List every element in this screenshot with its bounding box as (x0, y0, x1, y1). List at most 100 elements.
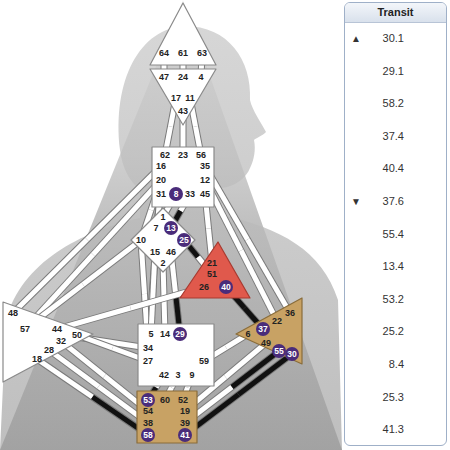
gate-number: 4 (198, 72, 203, 82)
gate-number: 42 (159, 370, 169, 380)
gate-number: 8 (169, 187, 183, 201)
gate-number: 14 (160, 329, 170, 339)
transit-value: 13.4 (383, 260, 404, 273)
gate-number: 44 (52, 324, 62, 334)
ajna-center: 47 24 4 17 11 43 (150, 69, 216, 125)
gate-number: 27 (143, 356, 153, 366)
channel-stroke (49, 350, 148, 423)
gate-number: 3 (175, 370, 180, 380)
center-shape (236, 298, 302, 364)
channel-line (185, 351, 279, 423)
gate-number: 62 (160, 150, 170, 160)
gate-number: 56 (196, 150, 206, 160)
gate-number: 39 (180, 418, 190, 428)
gate-number: 21 (207, 258, 217, 268)
center-shape (150, 69, 216, 125)
gate-number: 24 (178, 72, 188, 82)
gate-number: 52 (178, 395, 188, 405)
gate-number: 12 (200, 175, 210, 185)
channel-line (77, 335, 148, 361)
transit-value: 40.4 (383, 162, 404, 175)
gate-number: 13 (164, 221, 178, 235)
gate-number: 45 (200, 189, 210, 199)
transit-value: 37.4 (383, 130, 404, 143)
gate-number: 28 (44, 345, 54, 355)
center-shape (180, 242, 250, 298)
sacral-center: 5 1429 34 27 59 42 39 (138, 324, 214, 386)
panel-title: Transit (345, 3, 446, 23)
center-shape (137, 391, 197, 443)
heart-center: 2151 26 40 (180, 242, 250, 298)
gate-number: 17 (171, 93, 181, 103)
throat-center: 622356163520123183345 (152, 147, 214, 207)
gate-number: 2 (160, 258, 165, 268)
channel-stroke (37, 359, 148, 435)
gate-number: 47 (159, 72, 169, 82)
gate-number: 26 (199, 282, 209, 292)
gate-number: 49 (261, 338, 271, 348)
body-silhouette (0, 26, 342, 450)
gate-number: 29 (173, 327, 187, 341)
gate-number: 59 (199, 356, 209, 366)
gate-number: 43 (178, 106, 188, 116)
gate-number: 64 (159, 48, 169, 58)
center-shape (138, 324, 214, 386)
gate-number: 46 (166, 247, 176, 257)
gate-number: 10 (136, 235, 146, 245)
channel-stroke (248, 240, 291, 314)
channel-stroke (57, 287, 204, 329)
gate-number: 30 (285, 347, 299, 361)
gate-number: 11 (185, 93, 195, 103)
gate-number: 32 (56, 336, 66, 346)
gate-number: 51 (207, 269, 217, 279)
transit-value: 8.4 (389, 358, 404, 371)
spleen-center: 48574450322818 (3, 302, 93, 382)
gate-number: 50 (72, 330, 82, 340)
transit-value: 25.3 (383, 391, 404, 404)
center-shape (150, 3, 216, 65)
center-shape (152, 147, 214, 207)
center-shape (131, 208, 195, 272)
channel-stroke (37, 359, 93, 397)
channel-line (49, 350, 148, 423)
gate-number: 6 (245, 329, 250, 339)
gate-number: 18 (32, 354, 42, 364)
gate-number: 1 (160, 212, 165, 222)
channel-stroke (226, 343, 267, 377)
head-center: 646163 (150, 3, 216, 65)
gate-number: 37 (256, 322, 270, 336)
transit-value: 30.1 (383, 32, 404, 45)
gate-number: 36 (285, 308, 295, 318)
channel-stroke (239, 354, 293, 395)
channel-stroke (151, 252, 155, 334)
channel-stroke (77, 335, 148, 361)
aura-triangle (0, 0, 342, 450)
channel-line (57, 287, 204, 329)
transit-value: 29.1 (383, 65, 404, 78)
gate-number: 31 (156, 189, 166, 199)
gate-number: 23 (178, 150, 188, 160)
direction-arrow: ▲ (351, 32, 361, 45)
gate-number: 9 (189, 370, 194, 380)
gate-number: 48 (8, 308, 18, 318)
gate-number: 41 (178, 428, 192, 442)
channel-stroke (13, 166, 161, 313)
gate-number: 61 (178, 48, 188, 58)
transit-value: 25.2 (383, 325, 404, 338)
gate-number: 35 (200, 161, 210, 171)
channel-line (13, 166, 161, 313)
channel-stroke (61, 341, 148, 411)
channel-line (37, 359, 148, 435)
channel-line (61, 341, 148, 411)
solar-plexus-center: 3622376495530 (236, 298, 302, 364)
gate-number: 22 (272, 316, 282, 326)
gate-number: 60 (160, 395, 170, 405)
gate-number: 40 (219, 280, 233, 294)
center-shape (3, 302, 93, 382)
gate-number: 16 (156, 161, 166, 171)
transit-value: 53.2 (383, 293, 404, 306)
gate-number: 19 (180, 406, 190, 416)
gate-number: 5 (148, 329, 153, 339)
gate-number: 33 (185, 189, 195, 199)
gate-number: 34 (143, 343, 153, 353)
